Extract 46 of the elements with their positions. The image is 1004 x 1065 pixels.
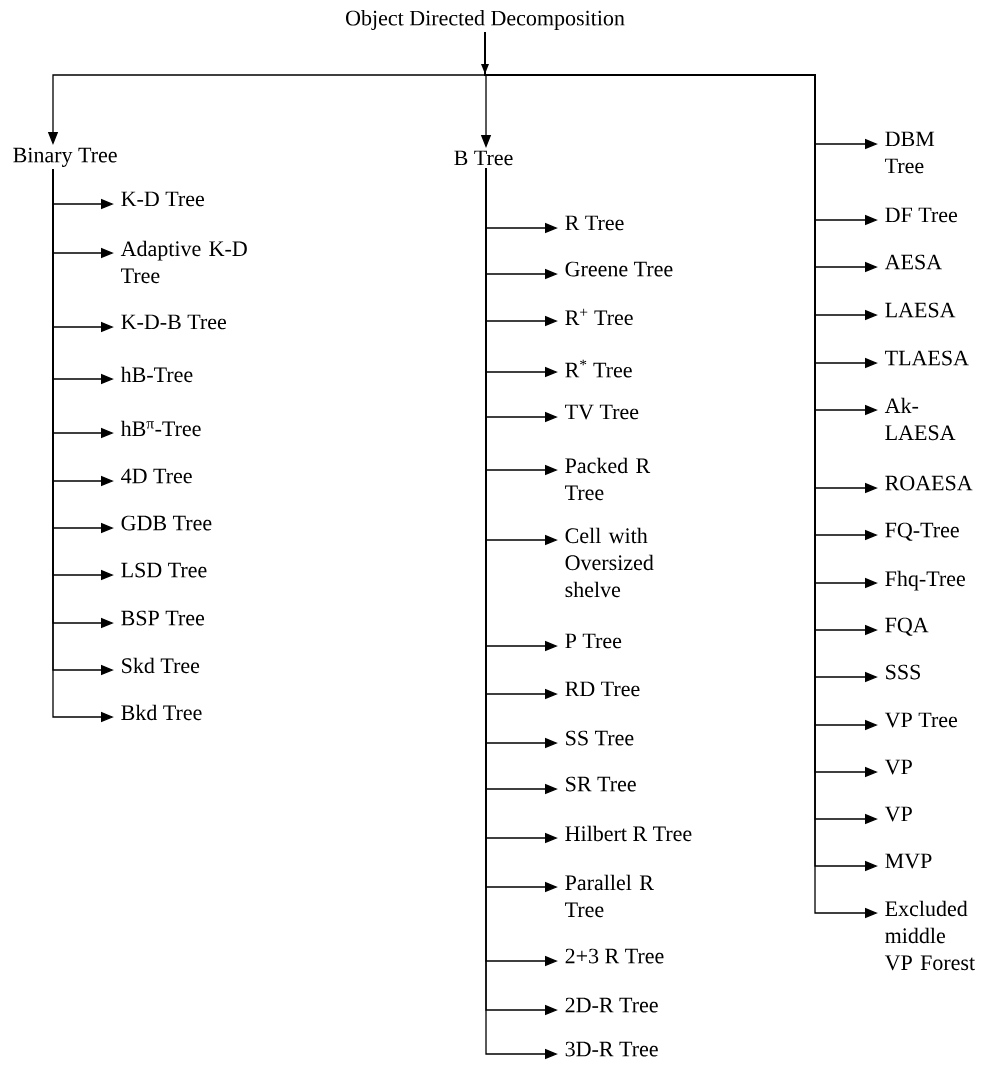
tree-label: FQA	[885, 617, 929, 636]
tree-label: K-D-B Tree	[121, 314, 226, 330]
tree-label: Packed R Tree	[565, 457, 651, 501]
tree-label: VP	[884, 806, 912, 822]
tree-label: Bkd Tree	[121, 704, 202, 721]
tree-label: Cell with Oversized shelve	[565, 527, 654, 598]
category-label: Binary Tree	[13, 147, 117, 167]
tree-label: Adaptive K-D Tree	[120, 240, 247, 284]
tree-label: R Tree	[565, 215, 624, 231]
tree-label: Ak- LAESA	[884, 397, 956, 441]
tree-label: R$^{*}$ Tree	[565, 359, 632, 378]
tree-label: Fhq-Tree	[885, 570, 965, 591]
tree-label: FQ-Tree	[885, 522, 959, 541]
tree-label: BSP Tree	[121, 610, 205, 626]
tree-label: LSD Tree	[121, 562, 207, 578]
tree-label: Skd Tree	[122, 657, 200, 674]
tree-label: K-D Tree	[121, 191, 204, 207]
tree-label: SR Tree	[566, 776, 636, 792]
tree-label: hB$^{π}$-Tree	[120, 420, 201, 437]
tree-label: DBM Tree	[885, 131, 935, 174]
tree-label: Greene Tree	[565, 261, 673, 277]
tree-label: Excluded middle VP Forest	[884, 900, 975, 971]
tree-label: 3D-R Tree	[565, 1041, 658, 1057]
tree-label: R$^{+}$ Tree	[565, 308, 633, 326]
tree-label: AESA	[884, 254, 942, 270]
tree-label: 2D-R Tree	[565, 997, 658, 1013]
tree-label: VP Tree	[884, 712, 958, 728]
tree-label: RD Tree	[565, 681, 640, 697]
heading-label: Object Directed Decomposition	[346, 10, 625, 30]
category-label: B Tree	[454, 150, 513, 166]
tree-label: LAESA	[885, 302, 956, 318]
tree-label: MVP	[885, 853, 932, 869]
tree-label: TV Tree	[565, 404, 639, 420]
tree-label: SS Tree	[566, 730, 634, 746]
tree-label: VP	[884, 759, 912, 775]
tree-label: SSS	[886, 664, 920, 680]
tree-label: Parallel R Tree	[565, 874, 654, 918]
tree-label: Hilbert R Tree	[565, 825, 692, 842]
tree-label: hB-Tree	[120, 366, 193, 383]
tree-label: DF Tree	[885, 207, 958, 223]
tree-label: GDB Tree	[121, 515, 212, 531]
tree-label: ROAESA	[885, 475, 973, 491]
tree-label: P Tree	[565, 633, 622, 649]
tree-label: 4D Tree	[121, 468, 192, 484]
tree-label: TLAESA	[885, 350, 969, 366]
tree-label: 2+3 R Tree	[565, 948, 664, 964]
